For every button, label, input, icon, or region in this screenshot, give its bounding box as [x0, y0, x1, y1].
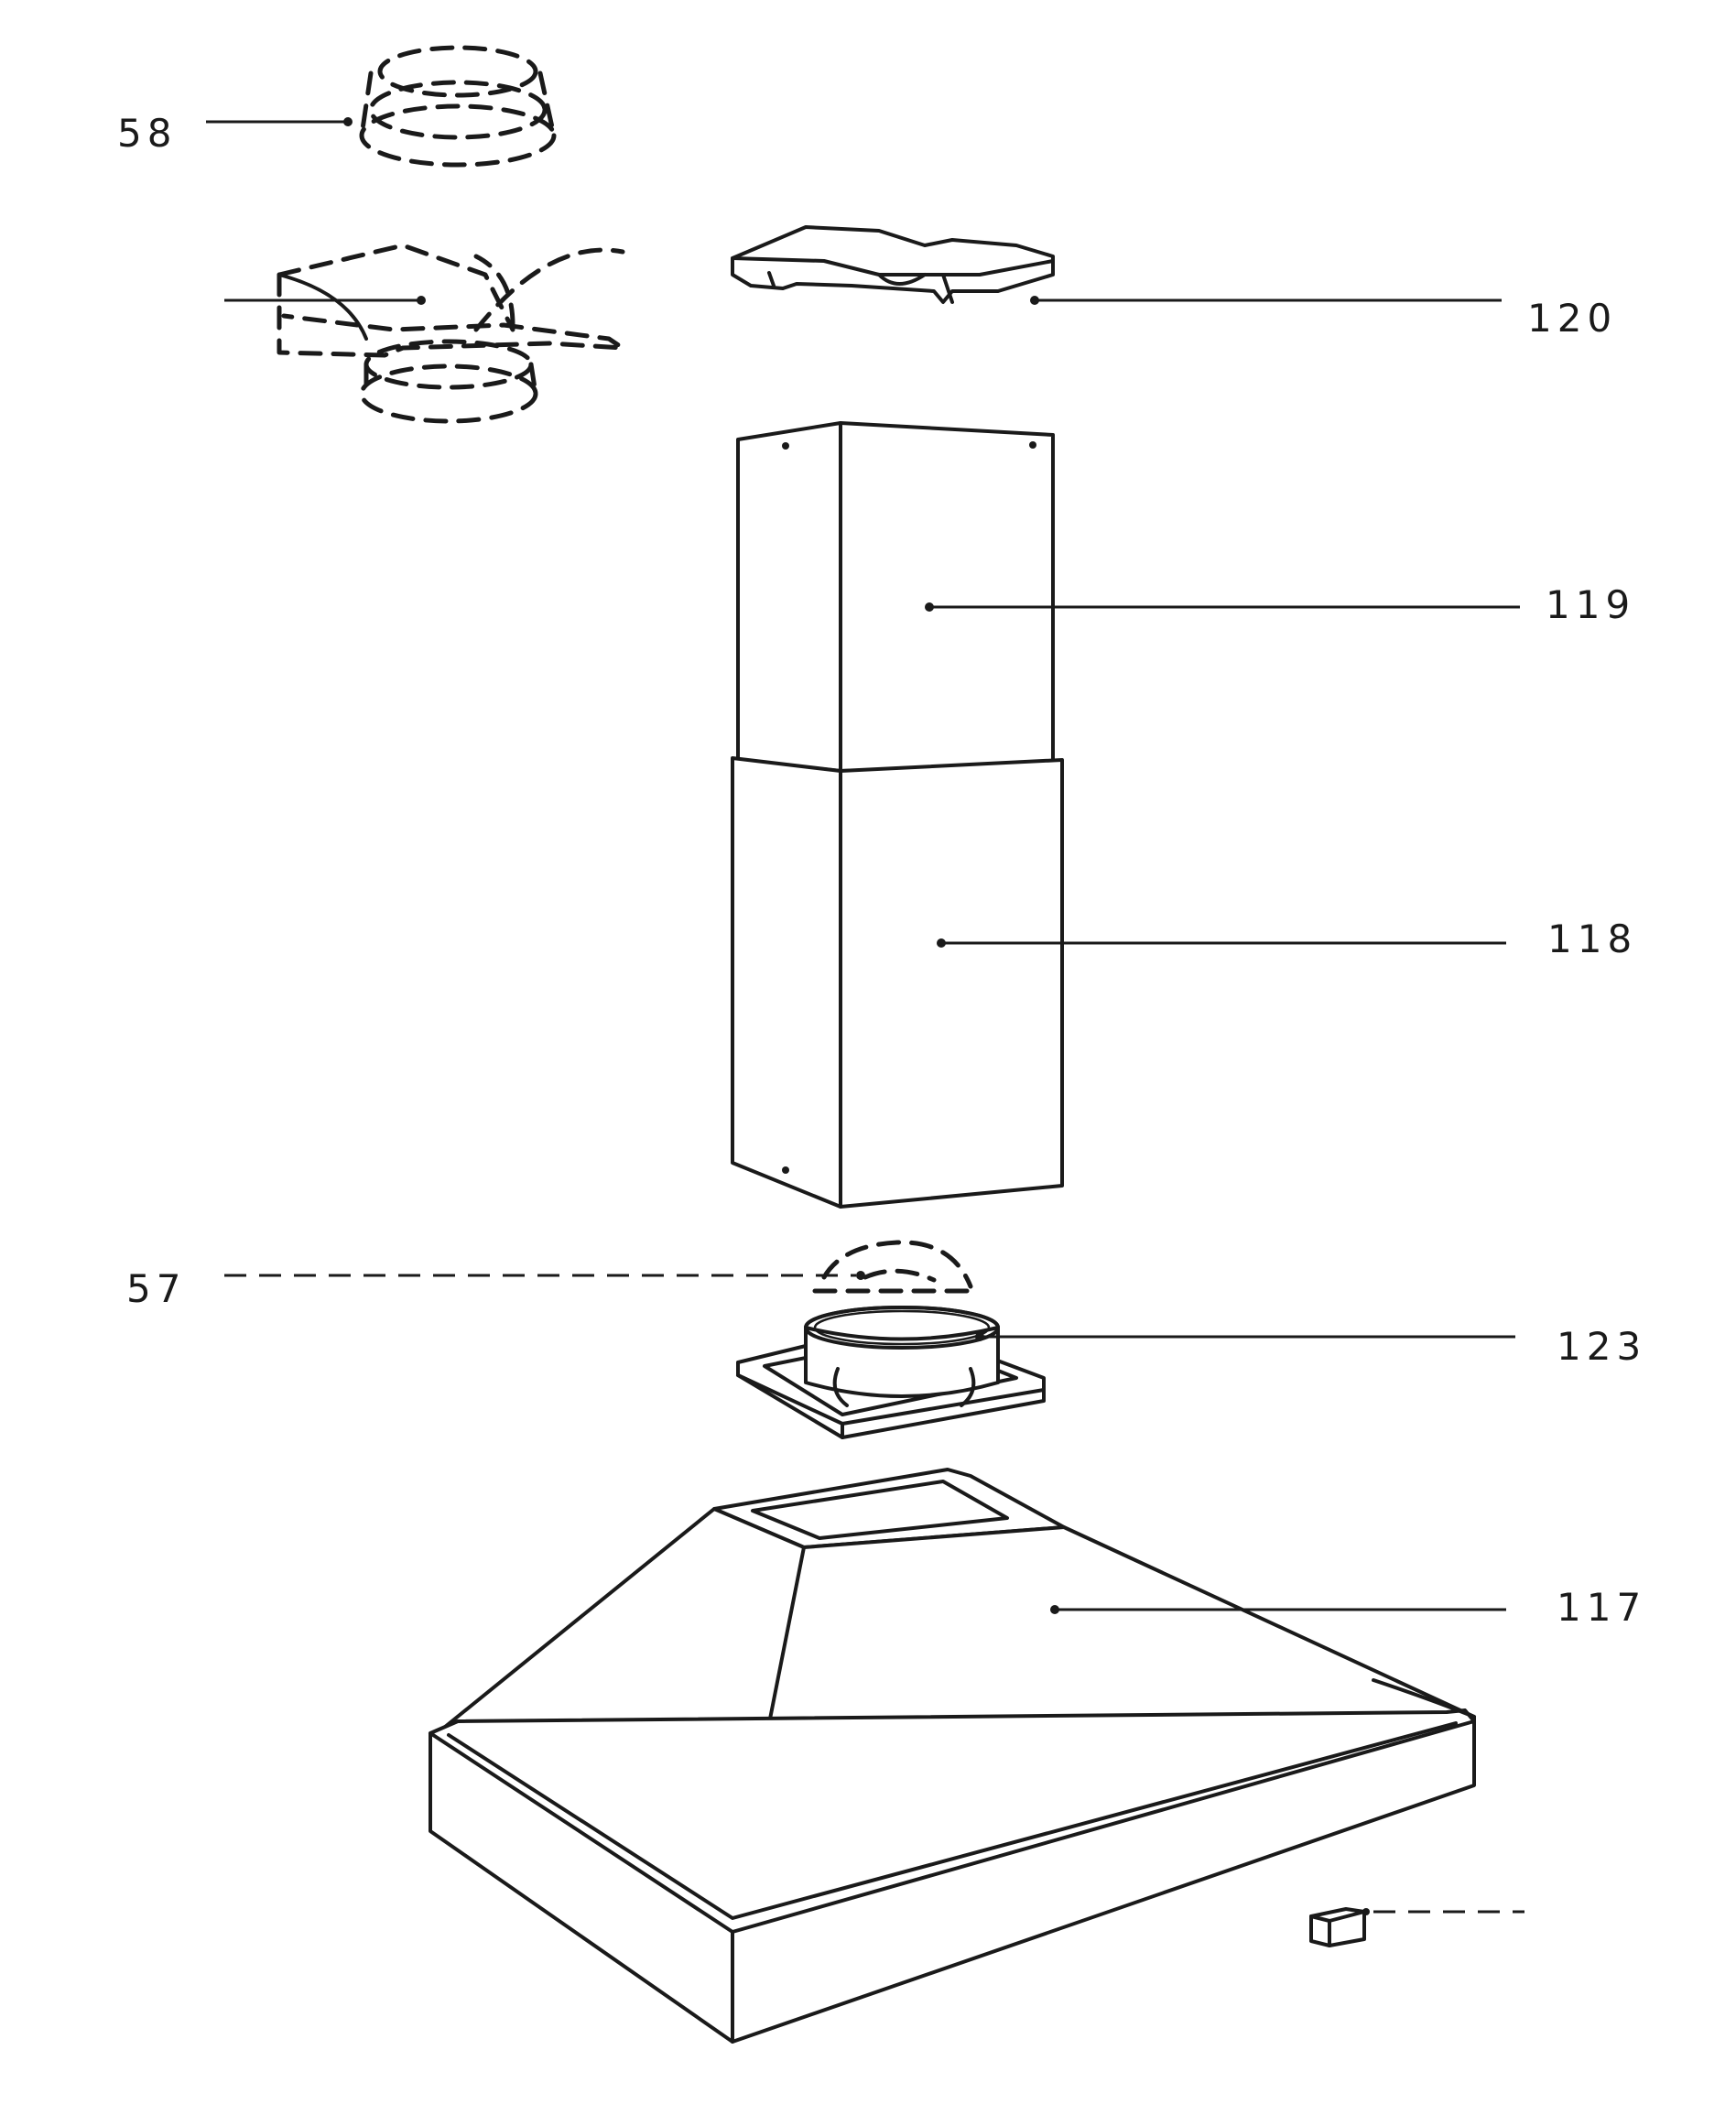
- callout-118: 118: [937, 916, 1637, 961]
- callout-label-123: 123: [1557, 1324, 1646, 1369]
- part-117-hood-body: [429, 1468, 1476, 2044]
- part-119-upper-chimney: [736, 421, 1055, 773]
- callout-accessory: [1362, 1908, 1524, 1915]
- callout-label-118: 118: [1547, 916, 1637, 961]
- callout-58: 58: [117, 111, 353, 156]
- callout-label-119: 119: [1546, 582, 1635, 627]
- callout-label-57: 57: [126, 1266, 186, 1311]
- callout-label-58: 58: [117, 111, 177, 156]
- dashed-bracket: [277, 243, 625, 424]
- part-57-dashed-valve: [812, 1240, 973, 1303]
- part-123-outlet-collar: [736, 1306, 1046, 1439]
- callout-117: 117: [1050, 1585, 1646, 1630]
- callout-bracket: [224, 296, 426, 305]
- callout-57: 57: [126, 1266, 865, 1311]
- part-120-top-bracket: [731, 225, 1055, 304]
- small-accessory-part: [1309, 1907, 1366, 1947]
- callout-119: 119: [925, 582, 1635, 627]
- part-58-ring: [359, 45, 557, 168]
- callout-123: 123: [975, 1324, 1646, 1369]
- callout-label-120: 120: [1527, 296, 1617, 341]
- part-118-lower-chimney: [731, 756, 1064, 1209]
- callout-label-117: 117: [1557, 1585, 1646, 1630]
- callout-120: 120: [1030, 296, 1617, 341]
